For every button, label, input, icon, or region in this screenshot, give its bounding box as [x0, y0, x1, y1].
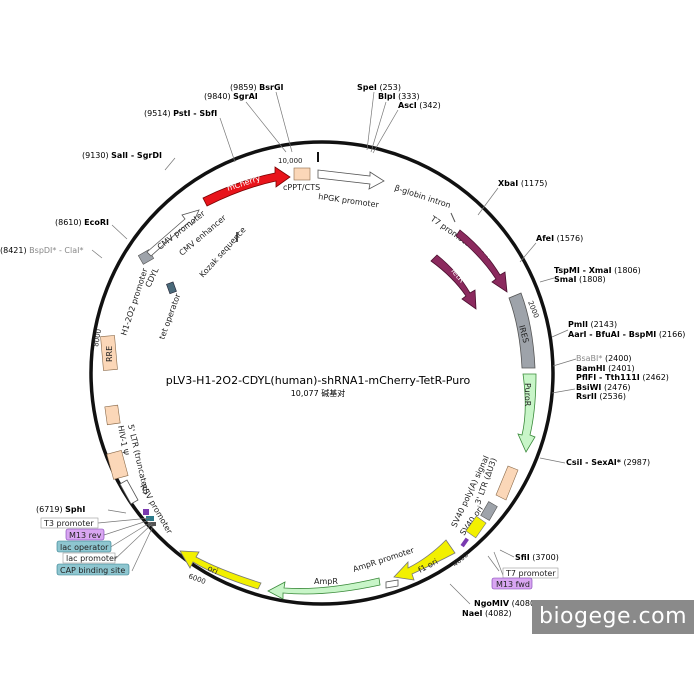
site-sgrai: (9840) SgrAI — [204, 92, 258, 101]
tetop-feature — [166, 281, 177, 295]
amprp-feature — [385, 579, 399, 589]
site-tspmi-xmai: TspMI - XmaI (1806) — [554, 266, 641, 275]
ampr-feature — [267, 577, 381, 600]
sv40polya-feature — [480, 501, 498, 521]
svg-text:T7 promoter: T7 promoter — [505, 569, 556, 578]
site-smai: SmaI (1808) — [554, 275, 606, 284]
site-pmli: PmlI (2143) — [568, 320, 617, 329]
plasmid-name: pLV3-H1-2O2-CDYL(human)-shRNA1-mCherry-T… — [166, 374, 471, 387]
ori-feature — [179, 550, 262, 590]
site-psti-sbfi: (9514) PstI - SbfI — [144, 109, 217, 118]
site-afei: AfeI (1576) — [536, 234, 583, 243]
site-csii-sexai: CsiI - SexAI* (2987) — [566, 458, 650, 467]
bglobin-label: β-globin intron — [393, 183, 452, 210]
tetr-outer-feature — [455, 229, 508, 293]
t7-top-marker — [450, 212, 456, 223]
site-ngomiv: NgoMIV (4080) — [474, 599, 538, 608]
site-xbai: XbaI (1175) — [498, 179, 547, 188]
cmvp-label: CMV promoter — [156, 209, 208, 252]
svg-text:lac operator: lac operator — [60, 543, 109, 552]
f1ori-feature — [393, 539, 456, 581]
ires-feature — [508, 292, 536, 369]
cmvp-feature — [146, 209, 200, 257]
backbone-circle — [89, 140, 555, 606]
ltr3-feature — [495, 465, 519, 501]
tag-t7-bottom: T7 promoter — [502, 567, 559, 579]
tag-m13fwd: M13 fwd — [491, 577, 533, 590]
m13rev-marker — [143, 509, 149, 515]
rsv-feature — [119, 479, 139, 505]
site-sphi: (6719) SphI — [36, 505, 85, 514]
site-pflfi-tth111i: PflFI - Tth111I (2462) — [576, 373, 669, 382]
svg-text:CAP binding site: CAP binding site — [60, 566, 125, 575]
svg-text:T3 promoter: T3 promoter — [43, 519, 94, 528]
watermark: biogege.com — [532, 600, 694, 634]
ampr-label: AmpR — [314, 577, 338, 586]
site-naei: NaeI (4082) — [462, 609, 512, 618]
tag-m13rev: M13 rev — [65, 528, 105, 541]
svg-text:M13 rev: M13 rev — [69, 531, 102, 540]
rre-label: RRE — [105, 346, 114, 362]
hiv-feature — [104, 404, 121, 426]
site-sfii: SfiI (3700) — [515, 553, 559, 562]
ltr5-feature — [106, 450, 129, 480]
t7-bottom-feature — [460, 537, 469, 548]
site-rsrii: RsrII (2536) — [576, 392, 626, 401]
site-bsabi: BsaBI* (2400) — [576, 354, 632, 363]
site-sali-sgrdi: (9130) SalI - SgrDI — [82, 151, 162, 160]
tag-lac-operator: lac operator — [56, 540, 112, 553]
rre-feature — [100, 335, 118, 371]
site-asci: AscI (342) — [398, 101, 441, 110]
hpgk-label: hPGK promoter — [318, 192, 380, 210]
tick-label-8000: 8000 — [92, 328, 103, 347]
puror-label: PuroR — [523, 383, 532, 407]
tag-cap-binding-site: CAP binding site — [56, 563, 130, 576]
h1-label: H1-2O2 promoter — [119, 266, 149, 336]
plasmid-size: 10,077 碱基对 — [291, 388, 346, 398]
mcherry-feature — [202, 166, 291, 207]
tetr-inner-feature — [430, 254, 477, 310]
hpgk-feature — [317, 169, 385, 190]
tick-label-10000: 10,000 — [278, 157, 303, 165]
puror-feature — [517, 373, 537, 453]
tag-lac-promoter: lac promoter — [62, 552, 118, 564]
site-bamhi: BamHI (2401) — [576, 364, 635, 373]
tick-label-6000: 6000 — [187, 572, 206, 586]
leader-lines — [91, 91, 577, 605]
site-spei: SpeI (253) — [357, 83, 401, 92]
svg-text:M13 fwd: M13 fwd — [496, 580, 530, 589]
site-aari-bfuai-bspmi: AarI - BfuAI - BspMI (2166) — [568, 330, 685, 339]
lac-operator-marker — [146, 516, 154, 521]
site-blpi: BlpI (333) — [378, 92, 420, 101]
site-bspdi-clai: (8421) BspDI* - ClaI* — [0, 246, 83, 255]
svg-text:lac promoter: lac promoter — [66, 554, 118, 563]
site-ecori: (8610) EcoRI — [55, 218, 109, 227]
ori-label: ori — [206, 564, 219, 577]
tag-t3: T3 promoter — [40, 517, 99, 529]
tetop-label: tet operator — [157, 292, 182, 341]
sv40ori-feature — [465, 515, 487, 539]
site-bsiwi: BsiWI (2476) — [576, 383, 631, 392]
site-bsrgi: (9859) BsrGI — [230, 83, 284, 92]
kozak-feature — [236, 232, 238, 242]
cppt-label: cPPT/CTS — [283, 183, 320, 192]
cppt-feature — [293, 167, 311, 181]
